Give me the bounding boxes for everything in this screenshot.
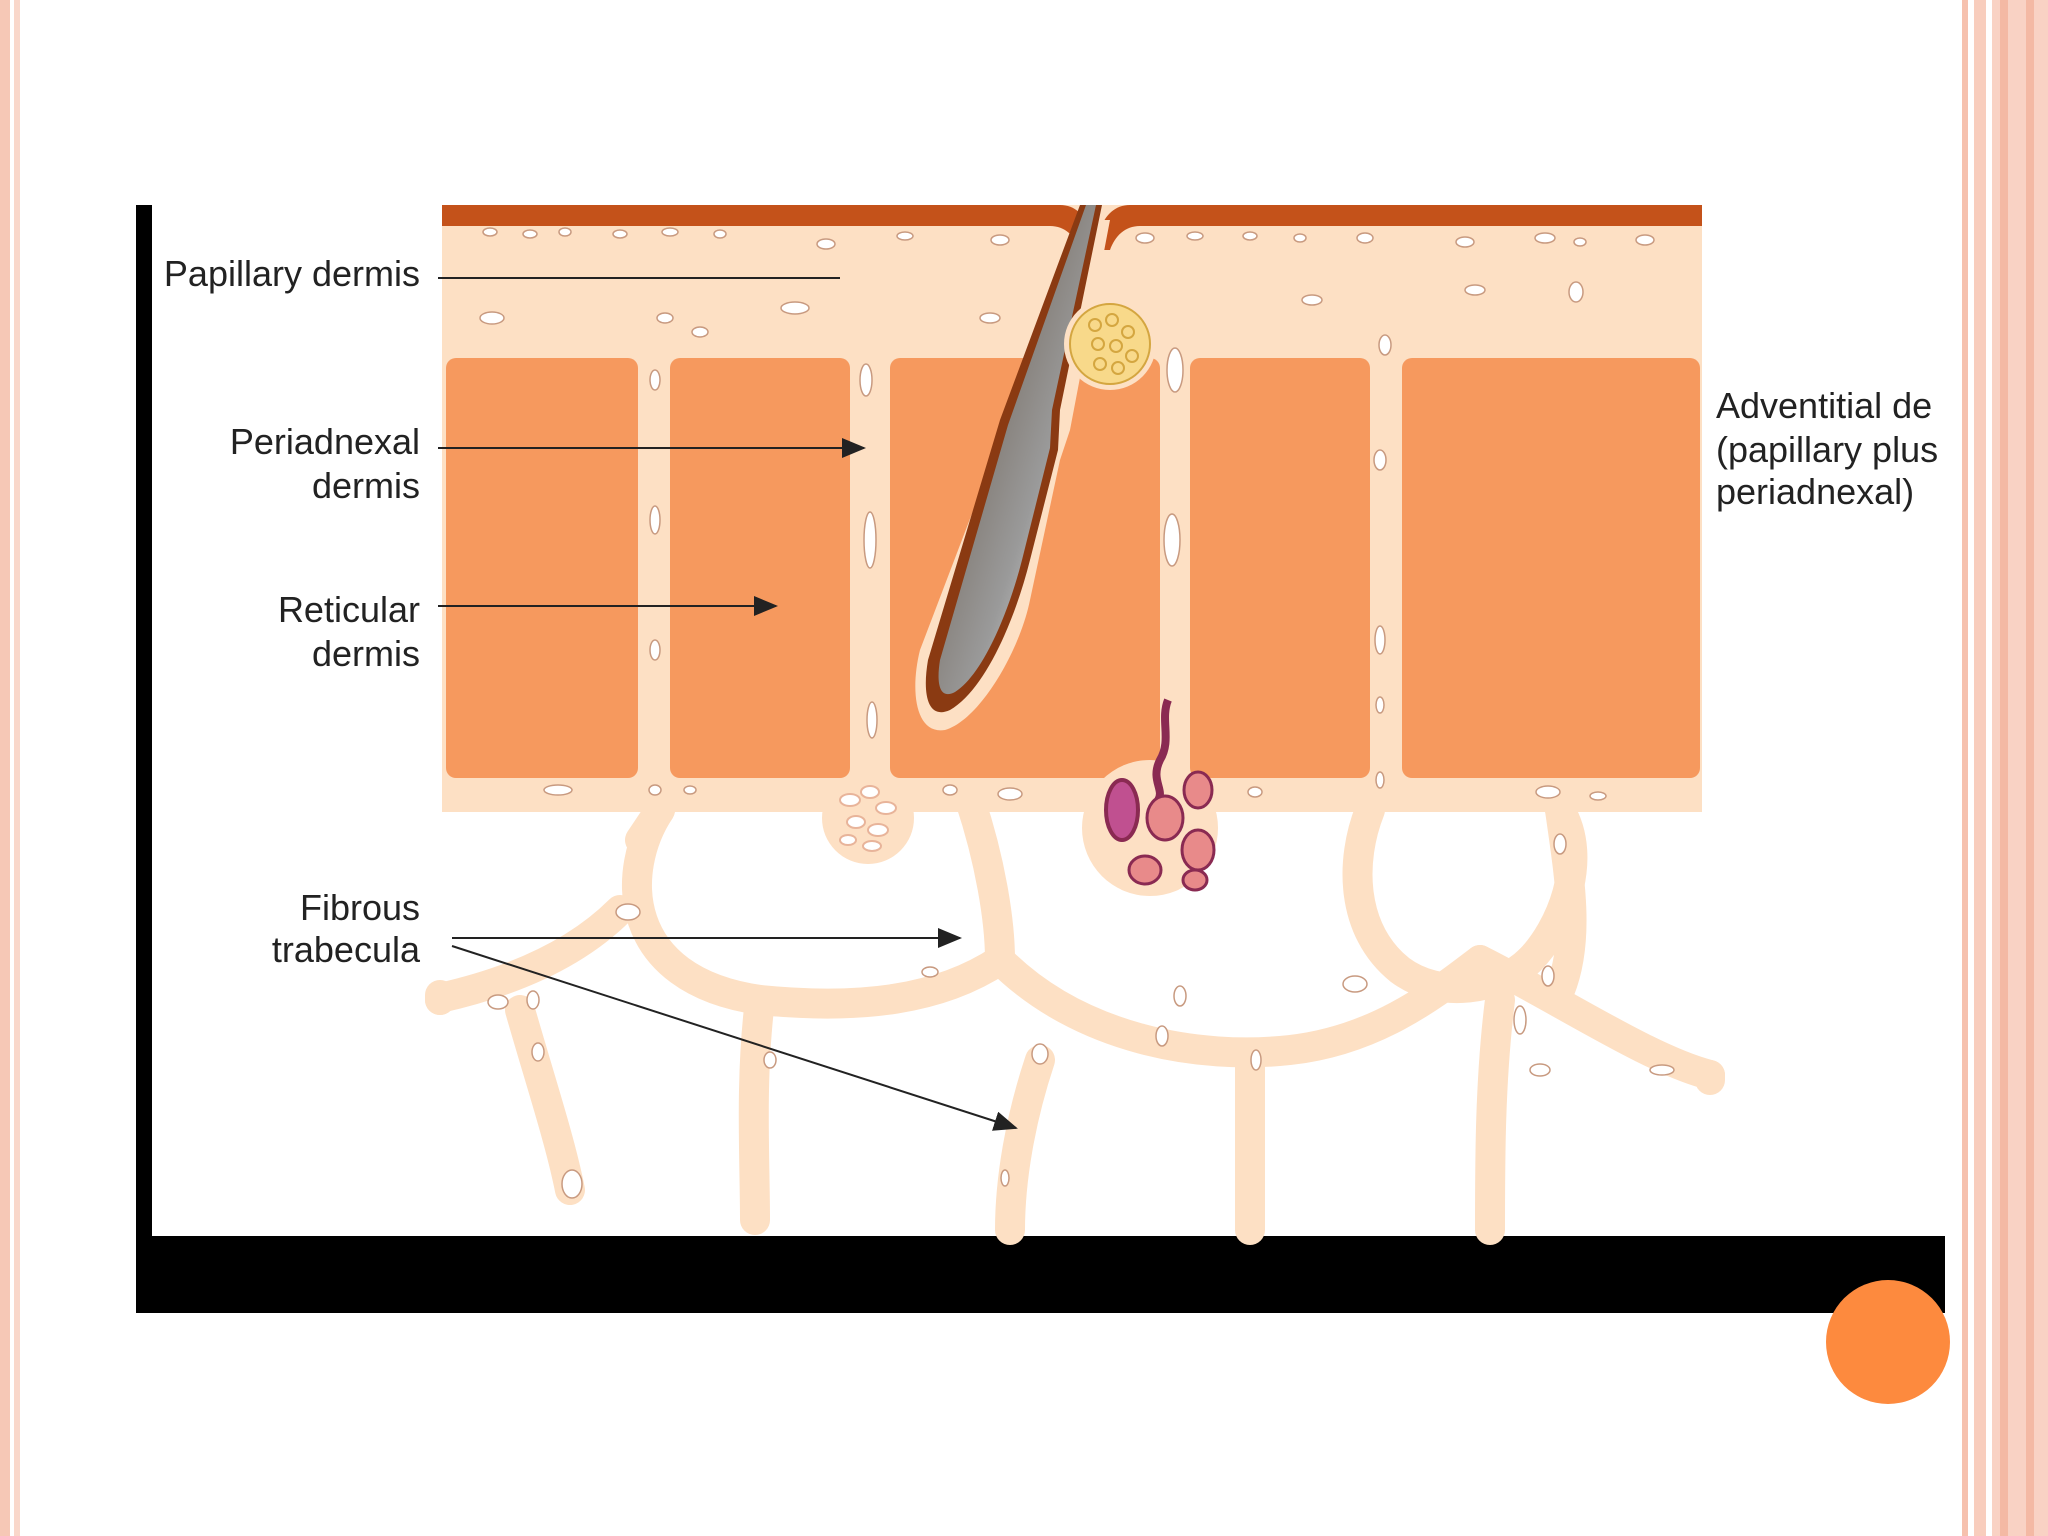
sebaceous-gland	[1064, 298, 1156, 390]
reticular-block-4	[1190, 358, 1370, 778]
image-frame-left	[136, 205, 152, 1313]
label-reticular-line2: dermis	[312, 633, 420, 674]
image-crop-edge	[1945, 380, 1962, 520]
fibrous-trabecula-network	[425, 785, 1725, 1245]
reticular-block-5	[1402, 358, 1700, 778]
label-fibrous-line1: Fibrous	[300, 887, 420, 928]
slide-border-right	[1962, 0, 1968, 1536]
label-adventitial-line1: Adventitial de	[1716, 385, 1932, 426]
label-reticular-line1: Reticular	[278, 589, 420, 630]
reticular-block-2	[670, 358, 850, 778]
fibrous-arrow-2	[451, 945, 1018, 1131]
slide-border-left-inner	[14, 0, 20, 1536]
label-periadnexal-line2: dermis	[312, 465, 420, 506]
slide-border-left	[0, 0, 10, 1536]
reticular-block-1	[446, 358, 638, 778]
fat-lobule	[822, 772, 914, 864]
image-frame-bottom	[136, 1236, 1945, 1313]
label-periadnexal-line1: Periadnexal	[230, 421, 420, 462]
hair-follicle	[925, 205, 1102, 713]
label-adventitial-line3: periadnexal)	[1716, 471, 1914, 512]
slide-border-right-stripe-a	[2000, 0, 2008, 1536]
dermal-cells	[479, 227, 1675, 1199]
slide-border-right-band	[1974, 0, 1986, 1536]
slide-accent-circle	[1826, 1280, 1950, 1404]
label-adventitial-line2: (papillary plus	[1716, 429, 1938, 470]
reticular-dermis-blocks	[446, 358, 1700, 778]
slide-border-right-stripe-b	[2026, 0, 2034, 1536]
sweat-gland	[1082, 698, 1218, 896]
label-fibrous-line2: trabecula	[272, 929, 421, 970]
label-papillary-dermis: Papillary dermis	[164, 253, 420, 294]
label-leaders	[438, 277, 1018, 1131]
